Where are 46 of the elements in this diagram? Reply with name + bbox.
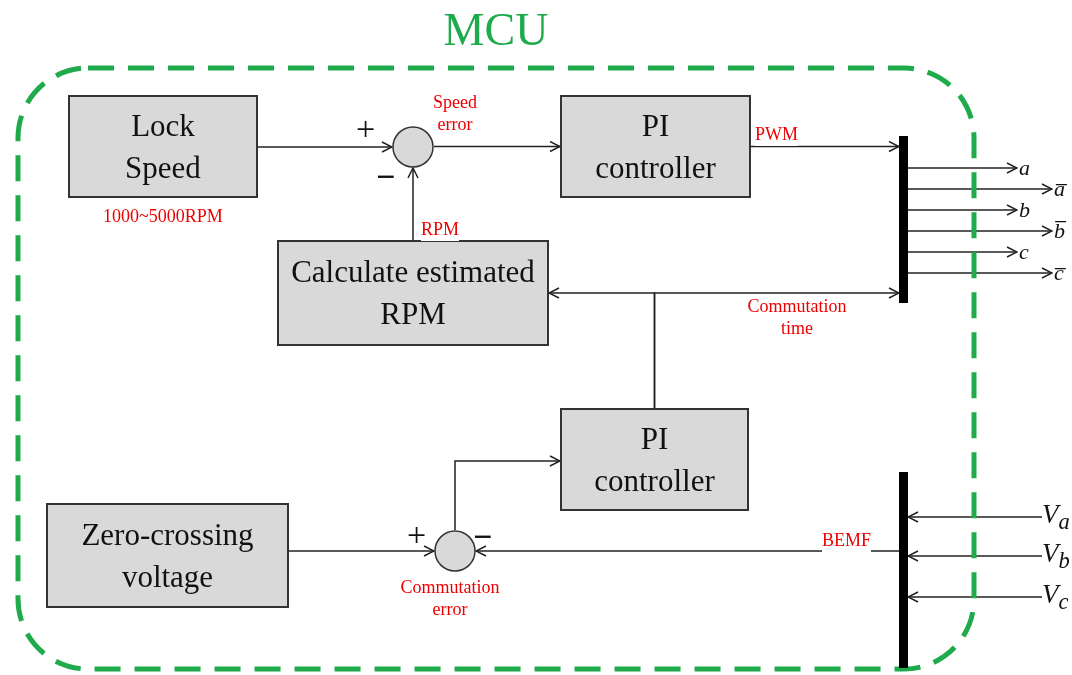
process-box: Lock Speed	[68, 95, 258, 198]
edge-label: PWM	[755, 124, 798, 146]
arrow	[907, 511, 1043, 523]
process-box: PI controller	[560, 95, 751, 198]
signal-label: c̅	[1054, 262, 1070, 284]
signal-label: b̅	[1054, 220, 1070, 242]
node-label: Commutation error	[399, 577, 501, 621]
arrow	[257, 141, 393, 153]
arrow	[907, 591, 1043, 603]
arrow	[907, 183, 1053, 195]
signal-label: V$_{c}$	[1042, 580, 1070, 614]
signal-label: a̅	[1054, 178, 1070, 200]
arrow	[907, 162, 1018, 174]
arrow	[653, 287, 900, 409]
process-box: PI controller	[560, 408, 749, 511]
arrow	[907, 246, 1018, 258]
arrow	[433, 140, 561, 153]
arrow	[750, 140, 900, 153]
region-title: MCU	[442, 5, 550, 56]
signal-label: a	[1019, 157, 1035, 179]
node-label: 1000~5000RPM	[102, 206, 224, 228]
arrow	[475, 545, 900, 557]
summing-junction	[434, 530, 476, 572]
bus-bar	[899, 472, 908, 668]
sign-label: +	[356, 112, 376, 146]
arrow	[907, 267, 1053, 279]
sign-label: +	[407, 518, 427, 552]
signal-label: V$_{b}$	[1042, 539, 1070, 573]
process-box: Calculate estimated RPM	[277, 240, 549, 346]
bus-bar	[899, 136, 908, 303]
arrow	[407, 167, 419, 241]
arrow	[454, 455, 561, 531]
arrow	[907, 204, 1018, 216]
sign-label: −	[473, 520, 493, 554]
node-label: Speed error	[432, 92, 478, 136]
signal-label: b	[1019, 199, 1035, 221]
process-box: Zero-crossing voltage	[46, 503, 289, 608]
edge-label: BEMF	[822, 530, 872, 552]
signal-label: c	[1019, 241, 1035, 263]
arrow	[907, 550, 1043, 562]
signal-label: V$_{a}$	[1042, 500, 1070, 534]
summing-junction	[392, 126, 434, 168]
edge-label: RPM	[421, 219, 460, 241]
arrow	[288, 545, 435, 557]
arrow	[907, 225, 1053, 237]
sign-label: −	[376, 160, 396, 194]
